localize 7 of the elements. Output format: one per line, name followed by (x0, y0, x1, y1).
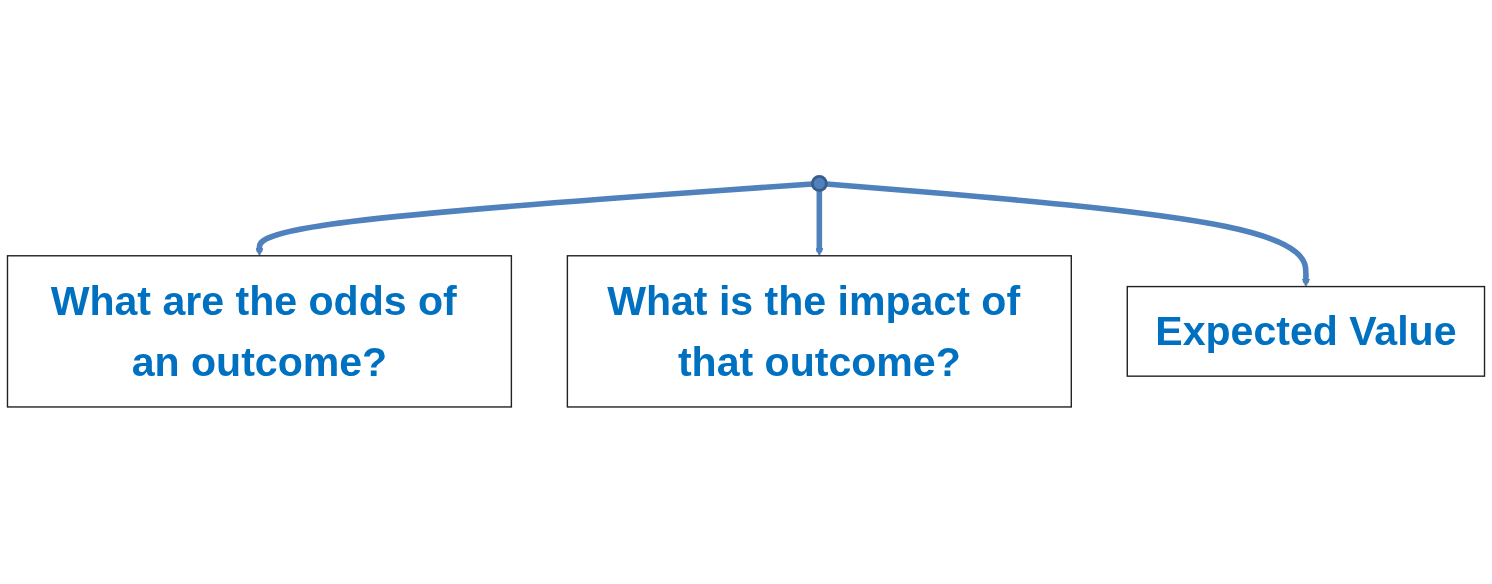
node-box: What are the odds of an outcome? (6, 255, 513, 408)
node-box: Expected Value (1126, 286, 1486, 378)
node-box: What is the impact of that outcome? (566, 255, 1072, 408)
node-arrow (810, 175, 828, 193)
arrow (826, 181, 1310, 288)
arrow (255, 181, 813, 257)
arrow (815, 190, 824, 257)
